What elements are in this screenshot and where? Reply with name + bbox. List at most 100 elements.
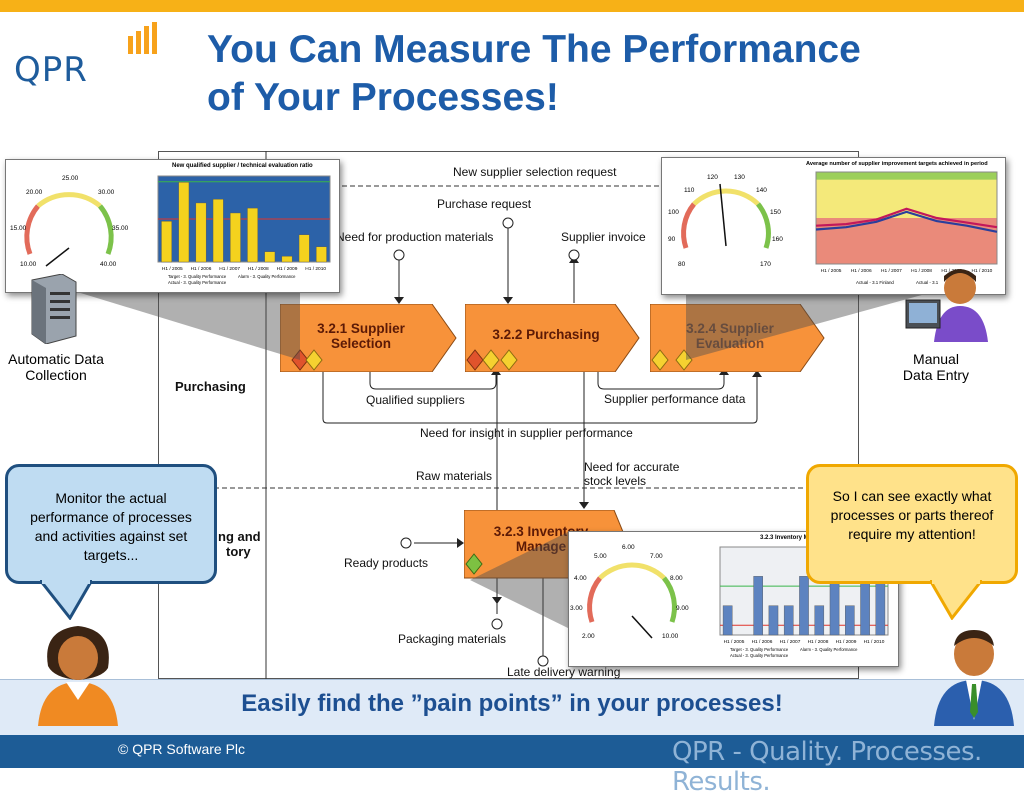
manual-data-line-1: Manual	[913, 351, 959, 367]
callout-right-tail	[930, 580, 982, 620]
gauge-bottom-tick-3: 3.00	[570, 605, 583, 612]
legend-entry: Alarm - 3. Quality Performance	[238, 274, 296, 279]
process-3-2-3-label[interactable]: 3.2.3 Inventory Manage	[478, 519, 604, 559]
need-production-label: Need for production materials	[336, 230, 494, 244]
gauge-right-tick-170: 170	[760, 261, 771, 268]
process-3-2-2-shape[interactable]	[465, 304, 645, 372]
gauge-right-tick-80: 80	[678, 261, 686, 268]
series-line-1	[815, 207, 998, 229]
supplier-invoice-label: Supplier invoice	[561, 230, 646, 244]
bar-10	[875, 576, 886, 636]
right-chart-title: Average number of supplier improvement t…	[806, 161, 988, 167]
legend-entry: Actual - 3. Quality Performance	[168, 280, 227, 285]
gauge-right-tick-160: 160	[772, 236, 783, 243]
x-tick-label: H1 / 2009	[836, 639, 857, 645]
x-tick-label: H1 / 2007	[881, 268, 902, 274]
legend-entry: Alarm - 3. Quality Performance	[800, 647, 858, 652]
need-stock-label-1: Need for accurate	[584, 460, 680, 474]
process-3-2-1-line-2: Selection	[330, 336, 391, 351]
process-3-2-1-shape[interactable]	[280, 304, 460, 372]
gauge-left-tick-30: 30.00	[98, 189, 115, 196]
process-3-2-4-line-2: Evaluation	[686, 336, 774, 351]
callout-right: So I can see exactly what processes or p…	[806, 464, 1018, 584]
man-avatar-icon	[934, 630, 1014, 726]
woman-avatar-icon	[38, 626, 118, 726]
bar-0	[722, 605, 733, 636]
bar-5	[247, 207, 258, 263]
x-tick-label: H1 / 2005	[724, 639, 745, 645]
bar-2	[195, 202, 207, 263]
lane-purchasing: Purchasing	[175, 379, 246, 394]
legend-entry: Target - 3. Quality Performance	[168, 274, 227, 279]
x-tick-label: H1 / 2007	[780, 639, 801, 645]
x-tick-label: H1 / 2008	[248, 266, 269, 272]
automatic-data-line-1: Automatic Data	[8, 351, 104, 367]
gauge-left-tick-35: 35.00	[112, 225, 129, 232]
plot-area	[815, 171, 998, 265]
bar-3	[768, 605, 779, 636]
bar-4	[783, 605, 794, 636]
title-line-2: of Your Processes!	[207, 76, 559, 119]
footer-slogan: QPR - Quality. Processes. Results.	[672, 737, 982, 797]
qualified-suppliers-label: Qualified suppliers	[366, 393, 465, 407]
gauge-bottom-tick-2: 2.00	[582, 633, 595, 640]
gauge-right: 90 100 110 120 130 140 150 160 80 170	[668, 174, 783, 268]
gauge-bottom: 3.00 4.00 5.00 6.00 7.00 8.00 9.00 2.00 …	[570, 544, 689, 640]
gauge-bottom-tick-6: 6.00	[622, 544, 635, 551]
operator-icon	[905, 269, 988, 342]
process-3-2-3-line-2: Manage	[494, 539, 589, 554]
x-tick-label: H1 / 2005	[821, 268, 842, 274]
bar-1	[178, 182, 190, 263]
ready-products-label: Ready products	[344, 556, 429, 570]
bar-2	[753, 576, 763, 636]
gauge-bottom-tick-8: 8.00	[670, 575, 683, 582]
series-line-0	[815, 210, 998, 233]
packaging-materials-label: Packaging materials	[398, 632, 507, 646]
legend-entry: Actual - 3.1	[916, 280, 939, 285]
gauge-right-tick-100: 100	[668, 209, 679, 216]
process-3-2-2-label[interactable]: 3.2.2 Purchasing	[492, 326, 600, 342]
process-3-2-1-label[interactable]: 3.2.1 Supplier Selection	[298, 316, 424, 356]
need-stock-label-2: stock levels	[584, 474, 647, 488]
gauge-left-tick-15: 15.00	[10, 225, 27, 232]
gauge-bottom-tick-4: 4.00	[574, 575, 587, 582]
gauge-right-tick-90: 90	[668, 236, 676, 243]
process-3-2-4-label[interactable]: 3.2.4 Supplier Evaluation	[666, 316, 794, 356]
bottom-banner	[0, 679, 1024, 736]
supplier-performance-label: Supplier performance data	[604, 392, 746, 406]
legend-entry: Actual - 3. Quality Performance	[730, 653, 789, 658]
gauge-bottom-tick-5: 5.00	[594, 553, 607, 560]
footer-bar	[0, 735, 1024, 768]
x-tick-label: H1 / 2008	[911, 268, 932, 274]
page-title: You Can Measure The Performance of Your …	[207, 26, 1007, 122]
bar-5	[799, 576, 809, 636]
gauge-left-tick-10: 10.00	[20, 261, 37, 268]
gauge-left-tick-40: 40.00	[100, 261, 117, 268]
bar-3	[212, 199, 224, 263]
gauge-right-tick-120: 120	[707, 174, 718, 181]
manual-data-line-2: Data Entry	[902, 367, 970, 383]
x-tick-label: H1 / 2006	[752, 639, 773, 645]
late-delivery-label: Late delivery warning	[507, 665, 621, 679]
x-tick-label: H1 / 2010	[864, 639, 885, 645]
automatic-data-line-2: Collection	[25, 367, 87, 383]
bar-9	[860, 576, 870, 636]
bar-8	[298, 234, 310, 263]
band-green-yellow	[816, 172, 997, 218]
gauge-right-tick-110: 110	[684, 187, 695, 194]
gauge-left-tick-20: 20.00	[26, 189, 43, 196]
bar-7	[829, 576, 840, 636]
logo-bars-icon	[128, 22, 157, 54]
purchase-request-label: Purchase request	[437, 197, 532, 211]
process-3-2-3-line-1: 3.2.3 Inventory	[493, 524, 589, 539]
bar-6	[264, 251, 276, 263]
bar-8	[845, 605, 855, 636]
gauge-left: 15.00 20.00 25.00 30.00 35.00 10.00 40.0…	[10, 175, 129, 268]
x-tick-label: H1 / 2006	[851, 268, 872, 274]
callout-left-tail	[40, 580, 92, 620]
process-3-2-4-shape[interactable]	[650, 304, 830, 372]
gauge-right-tick-150: 150	[770, 209, 781, 216]
manual-data-label: Manual Data Entry	[884, 351, 988, 383]
